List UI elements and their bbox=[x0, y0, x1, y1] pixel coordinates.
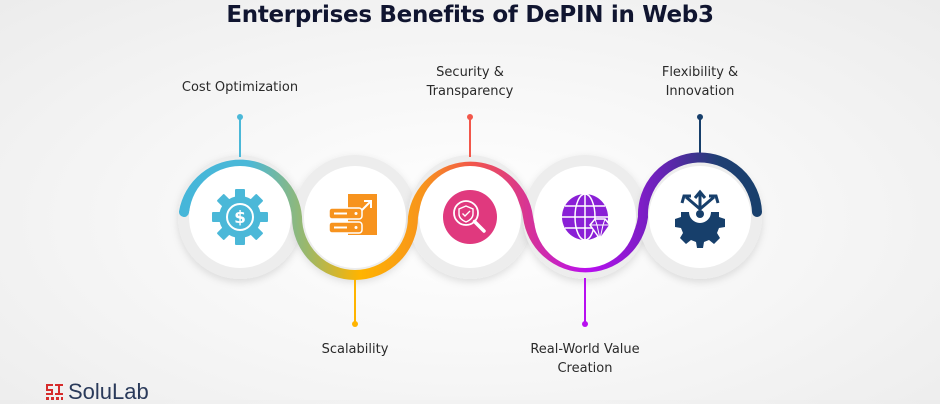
connector-dot-2 bbox=[352, 321, 358, 327]
connector-dot-3 bbox=[467, 114, 473, 120]
dollar-gear-icon: $ bbox=[212, 189, 268, 245]
benefit-label-real-world-value: Real-World Value Creation bbox=[500, 340, 670, 378]
connector-dot-5 bbox=[697, 114, 703, 120]
connector-dot-1 bbox=[237, 114, 243, 120]
benefit-label-flexibility-innovation: Flexibility & Innovation bbox=[615, 63, 785, 101]
label-line: Security & bbox=[436, 65, 504, 80]
server-expand-icon bbox=[328, 194, 377, 235]
label-line: Flexibility & bbox=[661, 65, 739, 80]
label-line: Real-World Value bbox=[530, 342, 640, 357]
benefit-label-security-transparency: Security & Transparency bbox=[385, 63, 555, 101]
benefit-label-scalability: Scalability bbox=[270, 340, 440, 359]
benefit-label-cost-optimization: Cost Optimization bbox=[155, 78, 325, 97]
solulab-logo-icon bbox=[46, 384, 63, 400]
brand-name: SoluLab bbox=[68, 379, 149, 404]
gear-arrows-icon bbox=[675, 189, 725, 248]
label-line: Innovation bbox=[665, 84, 735, 99]
label-line: Cost Optimization bbox=[181, 80, 299, 95]
shield-search-icon bbox=[443, 190, 497, 244]
brand-logo: SoluLab bbox=[46, 380, 149, 404]
label-line: Transparency bbox=[426, 84, 514, 99]
connector-dot-4 bbox=[582, 321, 588, 327]
label-line: Scalability bbox=[321, 342, 389, 357]
globe-diamond-icon bbox=[562, 193, 611, 241]
label-line: Creation bbox=[557, 361, 613, 376]
page-title: Enterprises Benefits of DePIN in Web3 bbox=[226, 2, 714, 28]
svg-text:$: $ bbox=[234, 208, 246, 228]
connectors bbox=[237, 114, 703, 327]
